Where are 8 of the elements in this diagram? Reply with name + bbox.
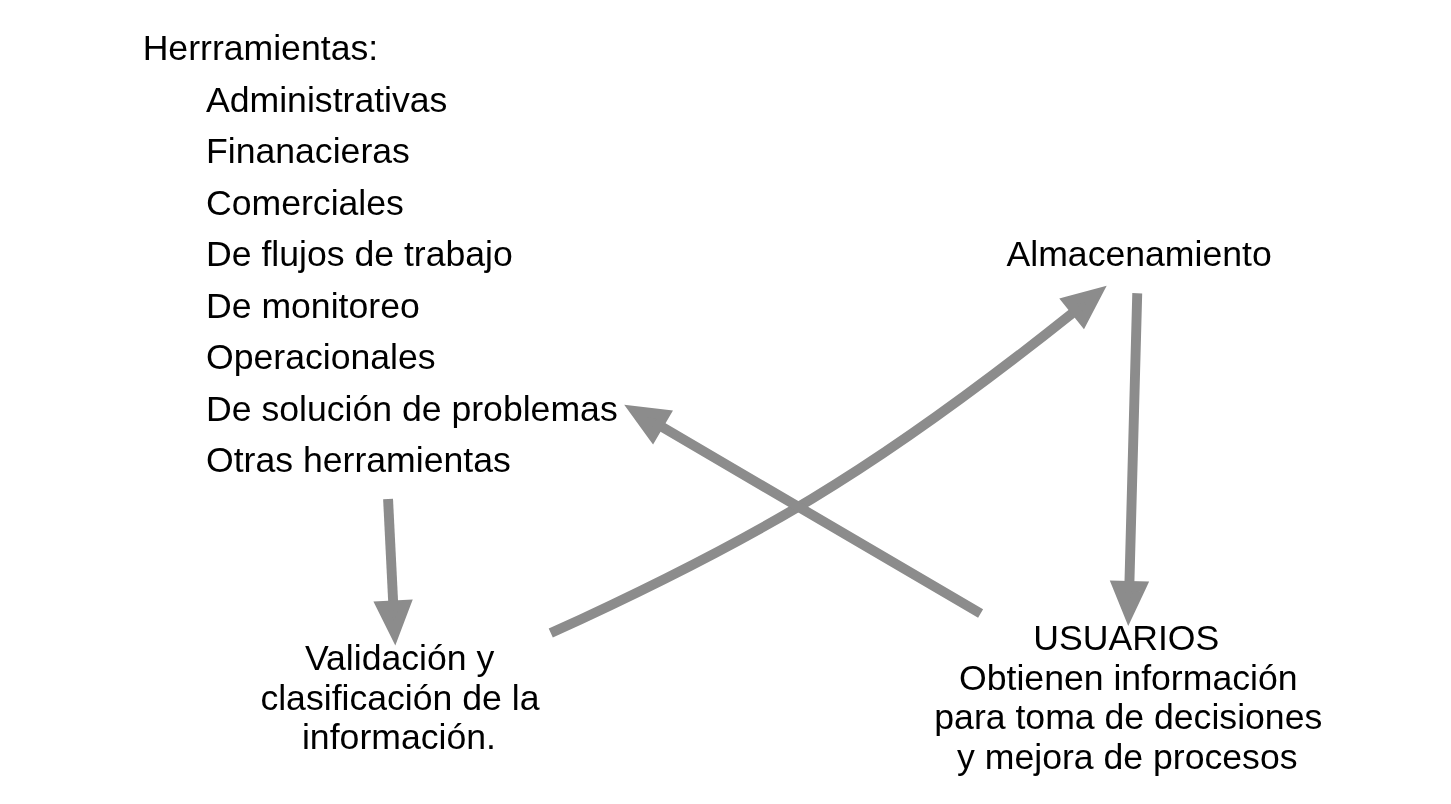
- arrow: [623, 404, 983, 618]
- node-text: Validación y clasificación de la información.: [259, 637, 540, 758]
- node-text: Herrramientas: Administrativas Finanacieras Comerciales De flujos de trabajo De monitoreo Operacionales De solución de problemas Otras herramientas: [142, 28, 618, 481]
- arrow: [1109, 293, 1149, 627]
- arrow: [372, 498, 413, 646]
- node-text: USUARIOS Obtienen información para toma de decisiones y mejora de procesos: [933, 618, 1322, 777]
- node-text: Almacenamiento: [1006, 234, 1272, 275]
- arrow: [548, 285, 1107, 638]
